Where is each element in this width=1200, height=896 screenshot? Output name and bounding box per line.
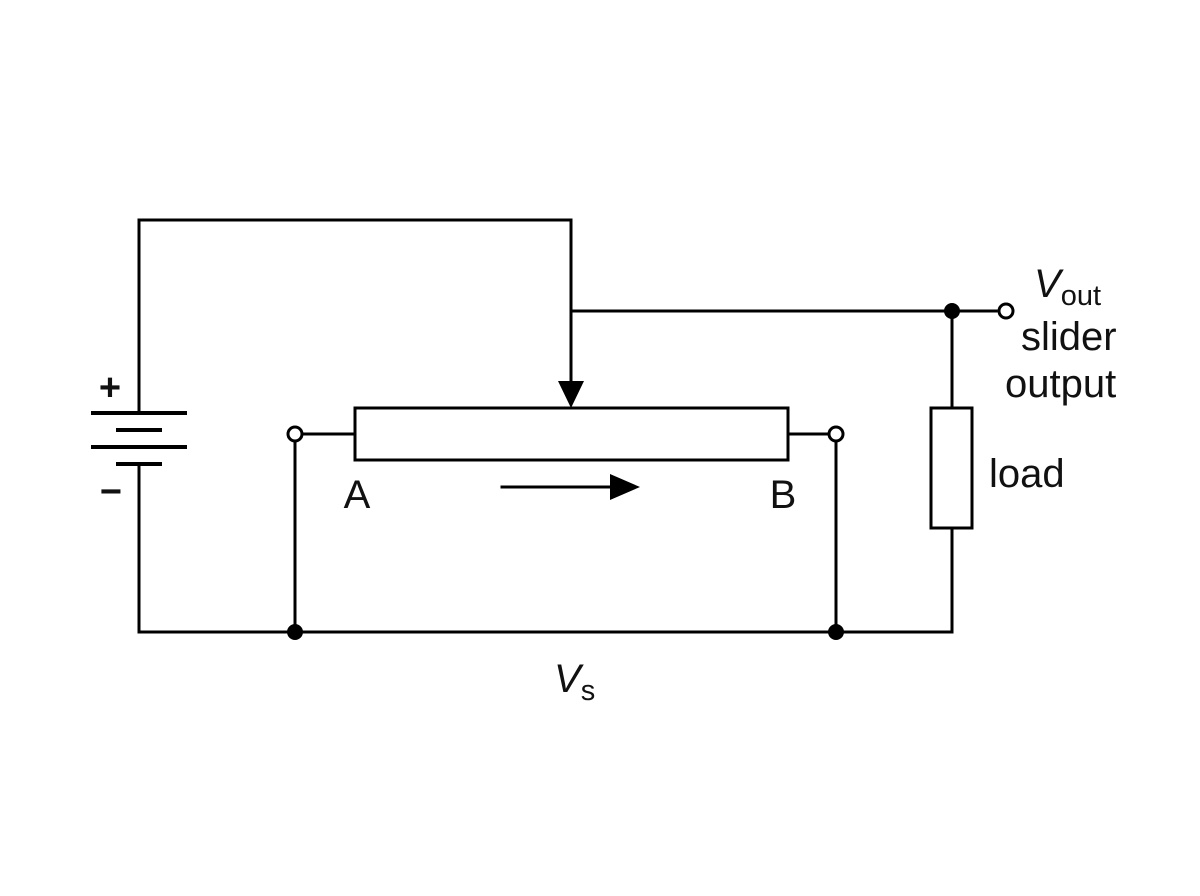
end-b-label: B bbox=[770, 473, 797, 517]
slider-caption-line1: slider bbox=[1021, 315, 1117, 359]
battery: + − bbox=[91, 218, 187, 634]
end-a-label: A bbox=[344, 473, 371, 517]
junction-a-dot bbox=[287, 624, 303, 640]
junction-b-dot bbox=[828, 624, 844, 640]
battery-negative-sign: − bbox=[100, 471, 122, 513]
terminal-b[interactable] bbox=[827, 425, 845, 443]
vs-symbol: V bbox=[554, 657, 584, 701]
vs-subscript: s bbox=[581, 675, 596, 707]
vout-subscript: out bbox=[1061, 280, 1101, 312]
rheostat-track[interactable] bbox=[353, 406, 790, 462]
vs-label: Vs bbox=[554, 657, 595, 707]
battery-positive-sign: + bbox=[99, 367, 121, 409]
load-label: load bbox=[989, 452, 1065, 496]
rheostat: A B bbox=[286, 406, 845, 517]
slider-wiring bbox=[137, 218, 1015, 408]
direction-arrow-icon bbox=[610, 474, 640, 500]
load-resistor: load bbox=[929, 309, 1065, 634]
slider-caption-line2: output bbox=[1005, 362, 1116, 406]
return-wiring bbox=[137, 439, 954, 640]
load-box[interactable] bbox=[929, 406, 974, 530]
slider-arrow-head bbox=[558, 381, 584, 408]
vout-label: Vout bbox=[1034, 262, 1101, 312]
vout-symbol: V bbox=[1034, 262, 1064, 306]
output-labels: Vout slider output bbox=[1005, 262, 1117, 406]
terminal-a[interactable] bbox=[286, 425, 304, 443]
vout-terminal[interactable] bbox=[997, 302, 1015, 320]
